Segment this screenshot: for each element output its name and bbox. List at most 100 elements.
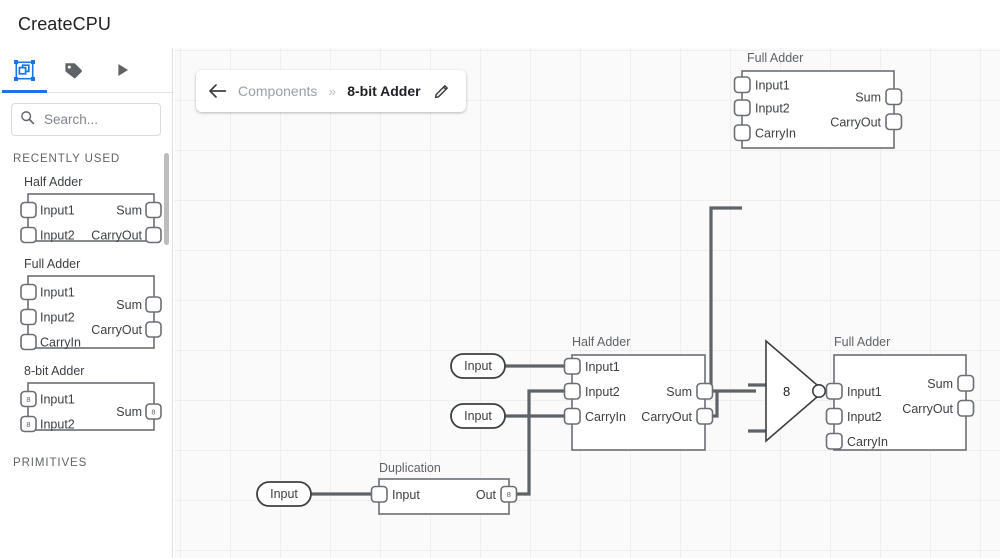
arrow-left-icon[interactable] [208,83,227,99]
gate-input-stubs [748,383,766,433]
node-title: Full Adder [747,51,803,65]
pencil-icon[interactable] [434,83,450,99]
node-input-pin-1[interactable]: Input [450,353,506,379]
play-icon [115,62,131,78]
breadcrumb-current: 8-bit Adder [347,83,421,99]
port-input[interactable] [370,485,388,503]
port-carryout[interactable] [957,399,975,417]
node-title: Half Adder [572,335,630,349]
bus-width-label: 8 [151,407,155,416]
port-label: Input2 [755,102,790,116]
port-carryout[interactable] [696,407,714,425]
port-carryout[interactable] [885,113,903,131]
port-label: CarryIn [585,410,626,424]
palette-full-adder-shape: Input1 Input2 CarryIn Sum CarryOut [20,275,162,351]
port-label: Sum [116,298,142,312]
port-label: Input2 [40,311,75,325]
port-label: CarryIn [40,336,81,350]
port-label: Input2 [585,385,620,399]
palette-item-full-adder[interactable]: Full Adder Input1 Input2 CarryIn Sum Car… [0,251,172,358]
port-sum[interactable] [957,374,975,392]
port-label: Input2 [40,229,75,243]
port-label: Input2 [40,418,75,432]
port-label: Out [476,488,497,502]
triangle-gate-shape[interactable] [765,339,826,443]
port-input2[interactable] [733,99,751,117]
port-label: CarryIn [847,435,888,449]
node-title: Duplication [379,461,441,475]
port-label: CarryIn [755,127,796,141]
port-carryin[interactable] [563,407,581,425]
node-half-adder[interactable]: Half Adder Input1 Input2 CarryIn Sum Car… [563,335,714,451]
port-label: Sum [666,385,692,399]
components-icon [14,59,35,81]
sidebar-scrollbar-thumb[interactable] [164,153,169,245]
search-box[interactable] [11,103,172,136]
port-sum[interactable] [696,382,714,400]
search-area [0,93,172,136]
port-label: Input [392,488,420,502]
port-label: Input1 [847,385,882,399]
canvas-diagram: Full Adder Input1 Input2 CarryIn Sum Car… [256,51,975,515]
gate-width-label: 8 [783,384,790,399]
port-carryin[interactable] [825,432,843,450]
node-input-pin-3[interactable]: Input [256,481,312,507]
node-full-adder-right[interactable]: Full Adder Input1 Input2 CarryIn Sum Car… [825,335,975,451]
bus-width-label: 8 [507,490,511,499]
breadcrumb-separator: » [328,83,337,99]
tab-run[interactable] [98,48,147,93]
palette-item-title: Half Adder [24,175,83,189]
wire-layer [311,206,834,496]
port-carryin[interactable] [733,124,751,142]
inverter-bubble-icon [811,383,826,398]
node-bus-gate[interactable]: 8 [765,339,826,443]
port-input1[interactable] [733,76,751,94]
tab-components[interactable] [0,48,49,93]
recently-used-list: Half Adder Input1 Input2 Sum CarryOut Fu… [0,169,172,440]
palette-item-title: Full Adder [24,257,81,271]
wire-halfadder-sum-to-fulladder-top-input2 [709,206,742,391]
section-primitives: PRIMITIVES [13,457,88,469]
port-input1[interactable] [825,382,843,400]
port-label: CarryOut [91,229,142,243]
node-duplication[interactable]: Duplication 8 Input Out [370,461,518,515]
node-full-adder-top[interactable]: Full Adder Input1 Input2 CarryIn Sum Car… [733,51,903,149]
node-title: Full Adder [834,335,890,349]
palette-item-8bit-adder[interactable]: 8-bit Adder 8 8 8 Input1 Input2 Sum [0,358,172,440]
pin-label: Input [464,359,492,373]
port-label: Input1 [40,286,75,300]
port-input2[interactable] [825,407,843,425]
port-out[interactable] [500,485,518,503]
breadcrumb-parent[interactable]: Components [238,83,318,99]
port-label: Input1 [585,360,620,374]
palette-item-half-adder[interactable]: Half Adder Input1 Input2 Sum CarryOut [0,169,172,251]
port-label: CarryOut [830,116,881,130]
bus-width-label: 8 [26,420,30,429]
port-label: Sum [855,91,881,105]
bus-width-label: 8 [26,395,30,404]
port-input2[interactable] [563,382,581,400]
port-label: Sum [116,405,142,419]
search-input[interactable] [42,111,172,128]
port-label: CarryOut [91,323,142,337]
port-sum[interactable] [885,88,903,106]
port-label: Input1 [40,204,75,218]
palette-8bit-adder-shape: 8 8 8 Input1 Input2 Sum [20,382,162,433]
tab-labels[interactable] [49,48,98,93]
title-bar: CreateCPU [0,0,1000,48]
pin-label: Input [270,487,298,501]
node-input-pin-2[interactable]: Input [450,403,506,429]
pin-label: Input [464,409,492,423]
wire-duplication-to-halfadder-input2 [509,389,572,496]
palette-item-title: 8-bit Adder [24,364,85,378]
port-label: Input1 [755,79,790,93]
port-input1[interactable] [563,357,581,375]
port-label: CarryOut [641,410,692,424]
palette-half-adder-shape: Input1 Input2 Sum CarryOut [20,193,162,244]
breadcrumb: Components » 8-bit Adder [196,70,466,112]
circuit-canvas[interactable]: Full Adder Input1 Input2 CarryIn Sum Car… [174,48,1000,558]
sidebar-tabbar [0,48,172,93]
app-title: CreateCPU [18,13,111,34]
section-recently-used: RECENTLY USED [13,153,121,165]
